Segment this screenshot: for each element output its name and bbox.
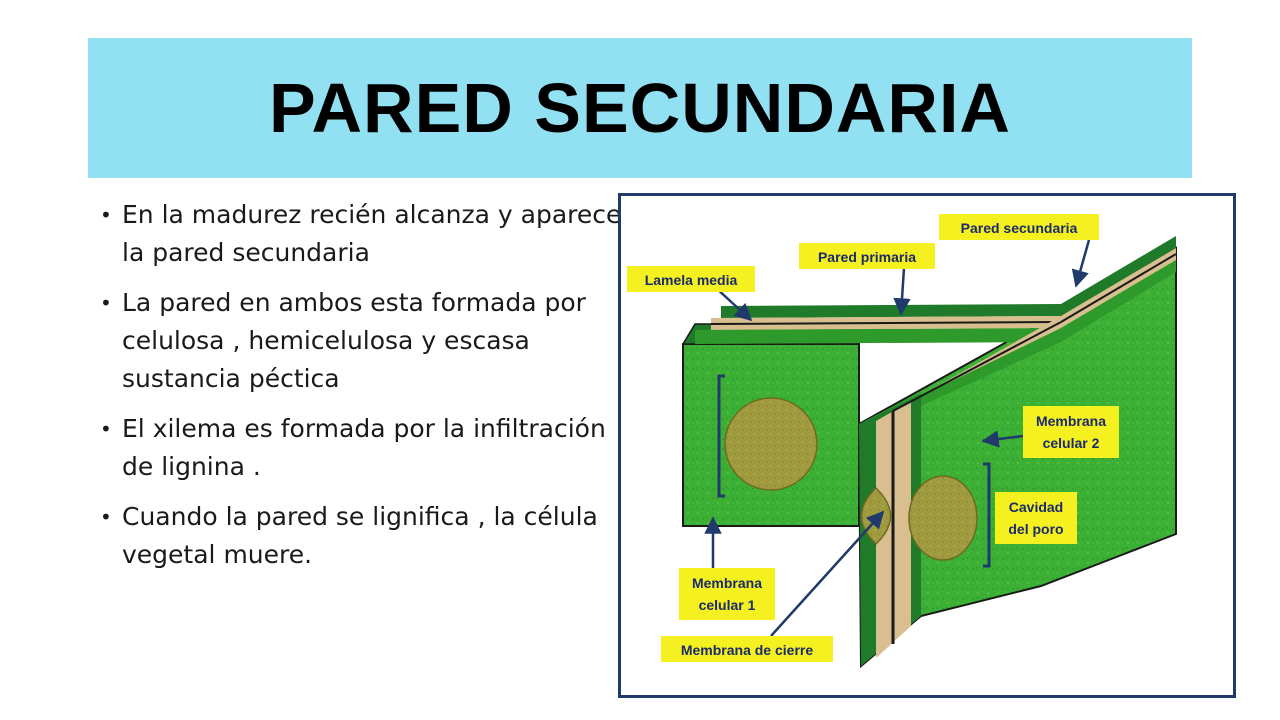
label-pared-secundaria: Pared secundaria xyxy=(939,214,1099,240)
bullet-item: • Cuando la pared se lignifica , la célul… xyxy=(98,498,628,574)
label-lamela-media: Lamela media xyxy=(627,266,755,292)
label-text: Pared secundaria xyxy=(961,220,1078,236)
bullet-text: En la madurez recién alcanza y aparece l… xyxy=(122,200,622,267)
label-text: Membrana xyxy=(692,575,762,591)
label-text: Lamela media xyxy=(645,272,738,288)
pit-right-face xyxy=(908,475,978,561)
bullet-text: La pared en ambos esta formada por celul… xyxy=(122,288,586,393)
label-text: celular 2 xyxy=(1043,435,1100,451)
bullet-text: El xilema es formada por la infiltración… xyxy=(122,414,606,481)
bullet-dot-icon: • xyxy=(100,505,112,529)
title-banner: PARED SECUNDARIA xyxy=(88,38,1192,178)
label-cavidad-del-poro: Cavidad del poro xyxy=(995,492,1077,544)
label-text: Membrana xyxy=(1036,413,1106,429)
bracket-right xyxy=(983,462,991,568)
cell-wall-diagram: Pared secundaria Pared primaria Lamela m… xyxy=(618,193,1236,698)
bullet-item: • La pared en ambos esta formada por celu… xyxy=(98,284,628,398)
bullet-item: • En la madurez recién alcanza y aparece … xyxy=(98,196,628,272)
label-text: del poro xyxy=(1008,521,1063,537)
arrow-lamela-media xyxy=(715,287,753,322)
label-membrana-celular-1: Membrana celular 1 xyxy=(679,568,775,620)
arrow-membrana-cierre xyxy=(770,510,885,637)
bullet-item: • El xilema es formada por la infiltració… xyxy=(98,410,628,486)
label-text: Cavidad xyxy=(1009,499,1063,515)
label-pared-primaria: Pared primaria xyxy=(799,243,935,269)
bullet-list: • En la madurez recién alcanza y aparece … xyxy=(98,196,628,586)
bullet-dot-icon: • xyxy=(100,291,112,315)
bullet-dot-icon: • xyxy=(100,203,112,227)
top-band-tan xyxy=(711,248,1176,330)
label-text: celular 1 xyxy=(699,597,756,613)
top-band-center-line-2 xyxy=(1060,253,1177,323)
right-wall-face xyxy=(857,246,1177,669)
pit-left-face xyxy=(724,397,818,491)
arrow-pared-secundaria xyxy=(1071,239,1091,288)
bullet-dot-icon: • xyxy=(100,417,112,441)
top-band-center-line xyxy=(710,321,1062,325)
bracket-left xyxy=(717,374,725,498)
bullet-text: Cuando la pared se lignifica , la célula… xyxy=(122,502,598,569)
diagonal-band-line xyxy=(892,321,1062,412)
slide-title: PARED SECUNDARIA xyxy=(269,69,1011,147)
label-membrana-de-cierre: Membrana de cierre xyxy=(661,636,833,662)
label-text: Pared primaria xyxy=(818,249,916,265)
label-text: Membrana de cierre xyxy=(681,642,813,658)
label-membrana-celular-2: Membrana celular 2 xyxy=(1023,406,1119,458)
top-band-dark-back xyxy=(721,236,1176,318)
arrow-pared-primaria xyxy=(893,267,911,316)
arrow-membrana-2 xyxy=(981,430,1024,448)
diagram-svg: Pared secundaria Pared primaria Lamela m… xyxy=(627,214,1177,669)
top-band-dark-front xyxy=(695,260,1176,344)
